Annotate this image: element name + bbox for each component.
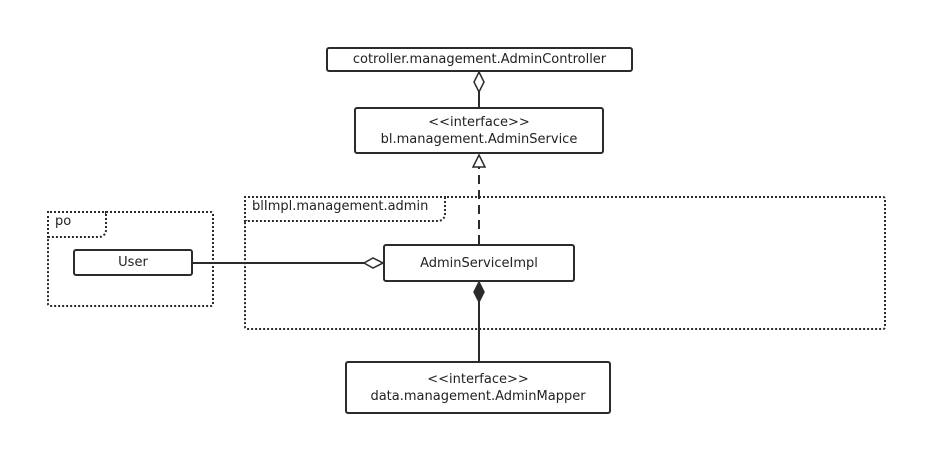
package-po-label: po	[47, 211, 107, 238]
class-admin-controller[interactable]: cotroller.management.AdminController	[326, 47, 633, 72]
class-user-name: User	[118, 255, 148, 270]
class-admin-service-impl-name: AdminServiceImpl	[420, 255, 538, 271]
aggregation-diamond-impl	[362, 257, 385, 269]
package-po: po	[47, 211, 214, 307]
class-user[interactable]: User	[73, 249, 193, 276]
package-blimpl-label: blImpl.management.admin	[244, 196, 446, 222]
class-admin-service-impl[interactable]: AdminServiceImpl	[383, 244, 575, 282]
interface-admin-service-name: bl.management.AdminService	[380, 131, 578, 147]
aggregation-diamond-controller	[473, 70, 485, 94]
interface-admin-mapper-name: data.management.AdminMapper	[370, 388, 586, 404]
interface-admin-mapper[interactable]: <<interface>> data.management.AdminMappe…	[345, 361, 611, 414]
realization-arrowhead	[471, 153, 487, 168]
class-admin-controller-name: cotroller.management.AdminController	[352, 52, 607, 67]
composition-diamond-impl	[473, 280, 485, 304]
interface-admin-service-stereotype: <<interface>>	[428, 114, 530, 130]
interface-admin-mapper-stereotype: <<interface>>	[427, 371, 529, 387]
interface-admin-service[interactable]: <<interface>> bl.management.AdminService	[354, 107, 604, 154]
